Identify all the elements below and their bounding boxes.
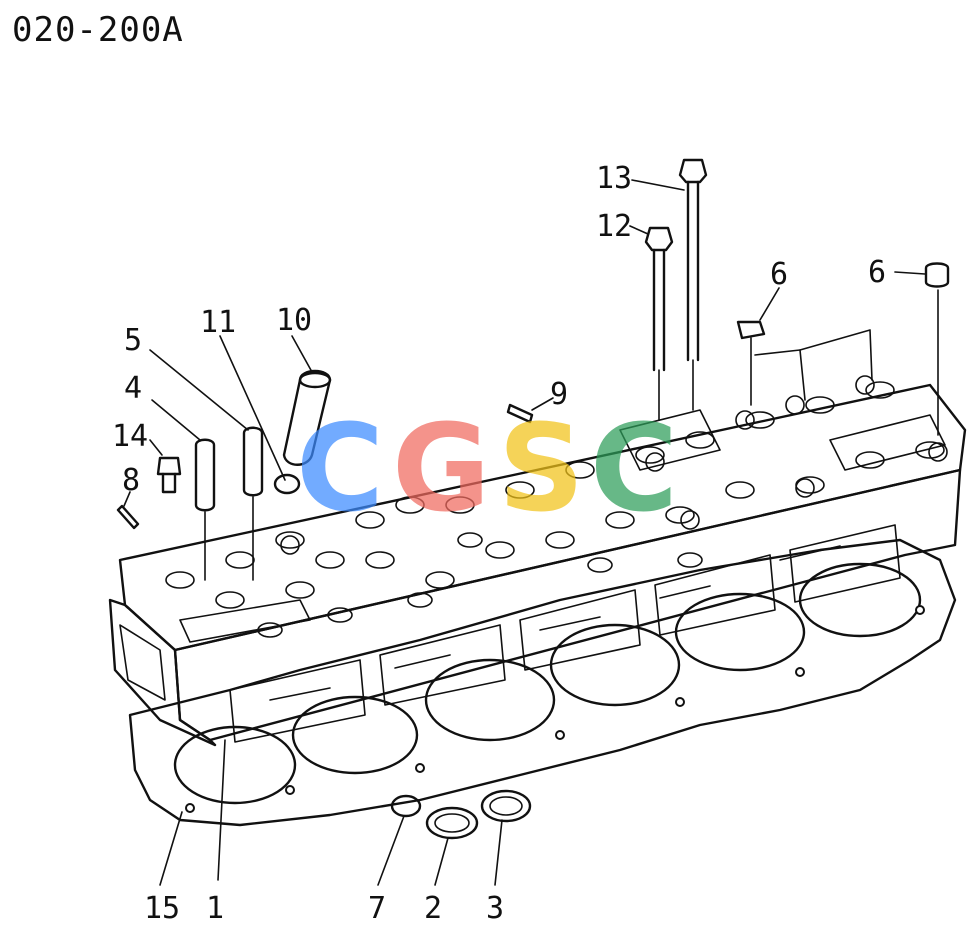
part-12-bolt xyxy=(644,226,674,421)
part-11-seal xyxy=(273,473,301,495)
callout-12: 12 xyxy=(596,209,632,244)
callout-1: 1 xyxy=(206,891,224,926)
callouts: 13 12 6 6 11 10 5 4 9 14 8 15 1 7 2 3 xyxy=(112,161,886,926)
callout-7: 7 xyxy=(368,891,386,926)
callout-10: 10 xyxy=(276,303,312,338)
callout-6-right: 6 xyxy=(868,255,886,290)
part-9-pin xyxy=(506,403,534,424)
part-14-plug xyxy=(156,456,182,494)
part-10-sleeve xyxy=(282,369,332,466)
watermark: C G S C xyxy=(296,400,678,539)
part-7-plug xyxy=(390,794,422,818)
part-4-sleeve xyxy=(194,438,216,581)
callout-8: 8 xyxy=(122,463,140,498)
part-3-seal-ring xyxy=(480,789,532,823)
part-6-cap-left xyxy=(736,320,766,406)
callout-13: 13 xyxy=(596,161,632,196)
callout-11: 11 xyxy=(200,305,236,340)
part-13-long-bolt xyxy=(678,158,708,411)
part-6-cap-right xyxy=(924,262,950,436)
part-2-seal-ring xyxy=(425,806,479,840)
callout-5: 5 xyxy=(124,323,142,358)
part-5-sleeve xyxy=(242,426,264,581)
callout-14: 14 xyxy=(112,419,148,454)
cylinder-head xyxy=(108,375,967,747)
diagram-code: 020-200A xyxy=(12,10,184,50)
callout-2: 2 xyxy=(424,891,442,926)
watermark-letter-1: C xyxy=(296,400,384,539)
part-8-pin xyxy=(116,504,140,530)
watermark-letter-4: C xyxy=(590,400,678,539)
callout-6: 6 xyxy=(770,257,788,292)
callout-3: 3 xyxy=(486,891,504,926)
watermark-letter-3: S xyxy=(498,400,584,539)
callout-4: 4 xyxy=(124,371,142,406)
leader-lines xyxy=(123,179,926,886)
callout-15: 15 xyxy=(144,891,180,926)
watermark-letter-2: G xyxy=(392,400,491,539)
head-gasket xyxy=(128,538,957,827)
callout-9: 9 xyxy=(550,377,568,412)
